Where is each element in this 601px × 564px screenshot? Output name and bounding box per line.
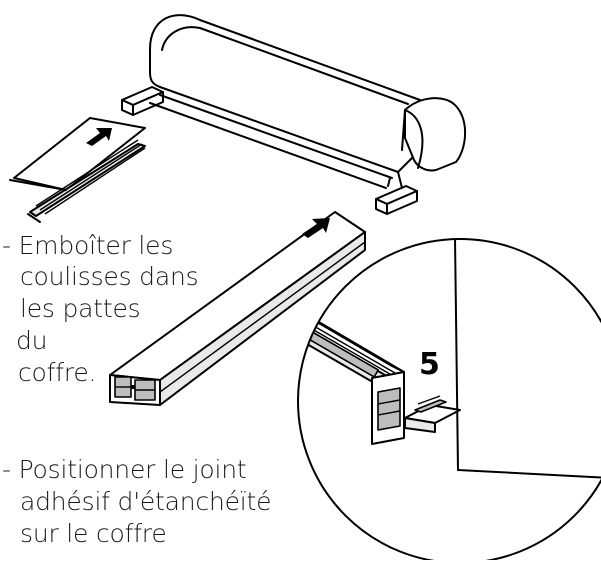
insert-arrow-icon <box>86 128 112 146</box>
instruction-line: adhésif d'étanchéïté <box>20 487 272 516</box>
rail-profile-end <box>109 374 161 406</box>
instruction-line: - Positionner le joint <box>2 455 247 484</box>
instruction-line: sur le coffre <box>20 519 167 548</box>
instruction-line: coulisses dans <box>20 262 199 291</box>
center-guide-rail <box>109 211 366 406</box>
instruction-line: - Emboîter les <box>2 231 174 260</box>
instruction-line: les pattes <box>20 294 141 323</box>
seal-strip <box>404 395 461 433</box>
shutter-box <box>121 14 467 215</box>
right-bracket <box>375 171 418 215</box>
instruction-line: du <box>16 326 48 355</box>
insert-arrow-icon <box>302 218 330 238</box>
instruction-line: coffre. <box>18 358 97 387</box>
left-guide-rail <box>9 117 146 223</box>
detail-zoom <box>297 238 601 564</box>
step-number: 5 <box>419 347 440 382</box>
left-bracket <box>121 86 164 116</box>
